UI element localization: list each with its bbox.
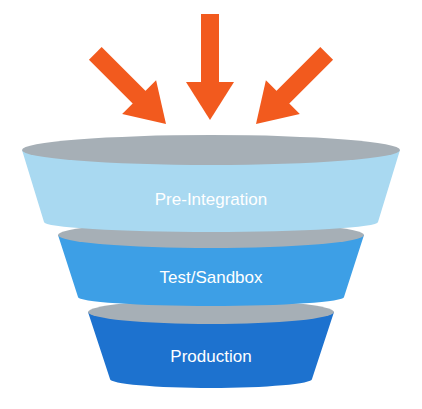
band-rim	[88, 300, 334, 324]
funnel-band: Pre-Integration	[22, 135, 400, 232]
band-label: Test/Sandbox	[58, 268, 364, 288]
funnel-band-shape	[22, 135, 400, 242]
band-rim	[22, 135, 400, 165]
band-rim	[58, 222, 364, 248]
diagonal-arrow-left	[78, 36, 183, 141]
funnel-band: Production	[88, 300, 334, 388]
band-label: Production	[88, 347, 334, 367]
diagonal-arrow-right	[239, 36, 344, 141]
down-arrow	[186, 14, 234, 120]
funnel-band: Test/Sandbox	[58, 222, 364, 306]
band-label: Pre-Integration	[22, 190, 400, 210]
